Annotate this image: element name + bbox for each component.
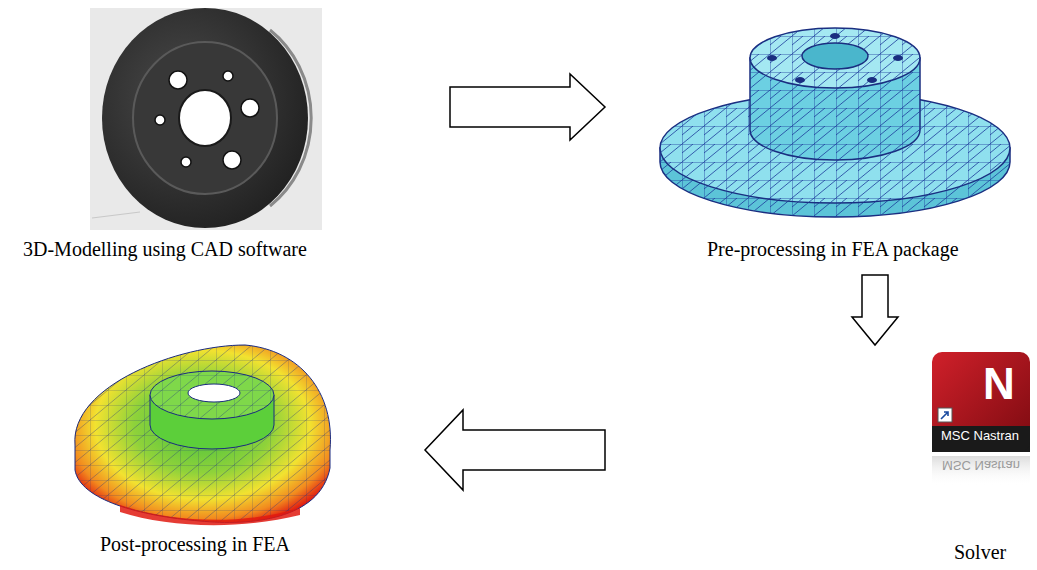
stage-panel: Post-processing in FEA bbox=[40, 340, 350, 562]
nastran-icon bbox=[932, 352, 1030, 486]
stage-caption: Pre-processing in FEA package bbox=[707, 237, 959, 261]
block-arrow bbox=[450, 74, 605, 140]
icon-reflection: MSC Nastran bbox=[942, 457, 1020, 473]
stage-panel: Pre-processing in FEA package bbox=[640, 5, 1025, 267]
stage-caption: Solver bbox=[954, 540, 1006, 564]
stage-caption: Post-processing in FEA bbox=[100, 532, 290, 556]
stage-caption: 3D-Modelling using CAD software bbox=[23, 237, 307, 261]
meshed-disc bbox=[660, 28, 1010, 217]
icon-letter: N bbox=[983, 362, 1015, 406]
stage-panel: 3D-Modelling using CAD software bbox=[0, 5, 330, 267]
stage-panel: N MSC NastranSolver bbox=[925, 348, 1035, 563]
deformed-disc bbox=[75, 345, 331, 525]
block-arrow bbox=[852, 275, 898, 345]
icon-label: MSC Nastran bbox=[941, 428, 1019, 444]
block-arrow bbox=[425, 410, 605, 490]
cad-disc bbox=[90, 8, 322, 230]
